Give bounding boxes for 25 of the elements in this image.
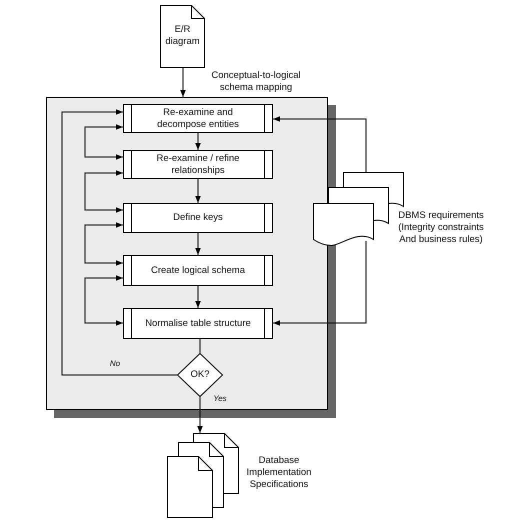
edge-label: Yes (212, 393, 228, 405)
arrow (84, 222, 124, 266)
arrow (272, 116, 366, 172)
process-box: Re-examine and decompose entities (123, 104, 273, 133)
process-box: Define keys (123, 203, 273, 233)
document-caption: DBMS requirements (Integrity constraints And business rules) (397, 210, 485, 246)
arrow (195, 178, 201, 204)
arrow (180, 68, 186, 98)
process-box: Create logical schema (123, 255, 273, 286)
edge-label: No (108, 358, 122, 370)
process-box: Re-examine / refine relationships (123, 150, 273, 179)
arrow (195, 132, 201, 150)
document-text: E/R diagram (164, 24, 201, 48)
arrow (195, 286, 201, 308)
arrow (62, 109, 178, 376)
arrow (84, 275, 124, 326)
arrow (84, 170, 124, 213)
decision-text: OK? (189, 369, 210, 381)
arrow (272, 240, 366, 326)
edge-label: Conceptual-to-logical schema mapping (210, 70, 302, 94)
process-box: Normalise table structure (123, 308, 273, 339)
arrow (197, 396, 203, 434)
arrow (84, 124, 124, 160)
arrow (195, 232, 201, 256)
document-caption: Database Implementation Specifications (246, 455, 312, 491)
